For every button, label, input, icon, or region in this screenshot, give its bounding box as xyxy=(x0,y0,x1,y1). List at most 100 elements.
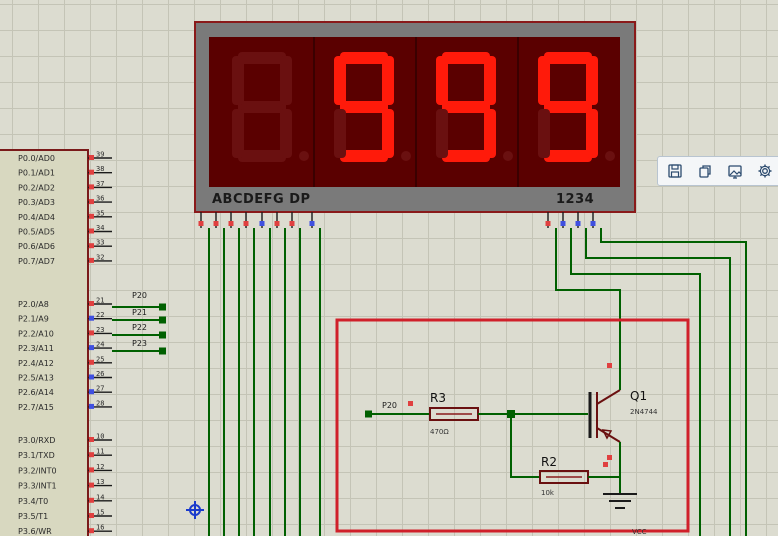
segment-c xyxy=(484,109,496,158)
vcc-label: VCC xyxy=(632,528,647,536)
net-label-p23: P23 xyxy=(132,339,147,348)
mcu-pin-number: 35 xyxy=(96,209,104,217)
segment-c xyxy=(586,109,598,158)
mcu-pin-number: 22 xyxy=(96,311,104,319)
mcu-pin-label: P3.4/T0 xyxy=(18,497,48,506)
digit-wires xyxy=(555,228,747,536)
mcu-body[interactable] xyxy=(0,149,89,536)
segment-b xyxy=(382,56,394,105)
segment-d xyxy=(238,150,286,162)
mcu-pin-label: P2.0/A8 xyxy=(18,300,49,309)
driver-circuit: P20 R3 470Ω R2 10k Q1 2N4744 VCC xyxy=(365,363,658,536)
highlight-box xyxy=(335,318,690,533)
r3-ref: R3 xyxy=(430,391,446,405)
mcu-pin-label: P0.2/AD2 xyxy=(18,183,55,192)
mcu-pin-number: 26 xyxy=(96,370,104,378)
mcu-pin-number: 28 xyxy=(96,399,104,407)
mcu-pin-label: P2.6/A14 xyxy=(18,388,54,397)
mcu-pin-label: P0.4/AD4 xyxy=(18,213,55,222)
segment-a xyxy=(340,52,388,64)
image-button[interactable] xyxy=(722,159,748,183)
segment-e xyxy=(538,109,550,158)
display-digit-3 xyxy=(436,52,513,162)
mcu-pin-label: P2.1/A9 xyxy=(18,315,49,324)
net-label-p20: P20 xyxy=(132,291,147,300)
mcu-pin-label: P3.5/T1 xyxy=(18,512,48,521)
mcu-pin-number: 38 xyxy=(96,165,104,173)
image-toolbar xyxy=(657,156,778,186)
mcu-net-labels: P20 P21 P22 P23 xyxy=(112,291,166,355)
segment-d xyxy=(544,150,592,162)
segment-g xyxy=(544,101,592,113)
segment-e xyxy=(232,109,244,158)
mcu-pin-label: P2.4/A12 xyxy=(18,359,54,368)
mcu-pin-number: 37 xyxy=(96,180,104,188)
q1-ref: Q1 xyxy=(630,389,647,403)
mcu-pin-number: 33 xyxy=(96,239,104,247)
segment-pin-label: ABCDEFG DP xyxy=(212,192,311,207)
display-digit-2 xyxy=(334,52,411,162)
mcu-pin-number: 14 xyxy=(96,493,104,501)
net-label-p22: P22 xyxy=(132,323,147,332)
mcu-pin-number: 24 xyxy=(96,341,104,349)
segment-f xyxy=(232,56,244,105)
segment-c xyxy=(280,109,292,158)
segment-f xyxy=(436,56,448,105)
segment-a xyxy=(442,52,490,64)
save-button[interactable] xyxy=(662,159,688,183)
segment-bus-wires xyxy=(208,228,321,536)
r2-ref: R2 xyxy=(541,455,557,469)
r3-value: 470Ω xyxy=(430,428,449,436)
mcu-pin-label: P3.3/INT1 xyxy=(18,482,57,491)
segment-e xyxy=(436,109,448,158)
display-pins xyxy=(198,212,596,228)
mcu-pin-label: P2.7/A15 xyxy=(18,403,54,412)
mcu-pin-label: P0.6/AD6 xyxy=(18,242,55,251)
mcu-pin-number: 36 xyxy=(96,195,104,203)
gear-icon xyxy=(758,164,772,178)
segment-f xyxy=(334,56,346,105)
digit-pin-label: 1234 xyxy=(556,192,594,207)
origin-marker xyxy=(186,501,204,519)
net-label-p21: P21 xyxy=(132,308,147,317)
mcu-pin-label: P2.5/A13 xyxy=(18,374,54,383)
segment-a xyxy=(544,52,592,64)
mcu-pin-label: P3.1/TXD xyxy=(18,451,55,460)
r2-value: 10k xyxy=(541,489,555,497)
mcu-pin-label: P3.6/WR xyxy=(18,527,52,536)
segment-a xyxy=(238,52,286,64)
segment-g xyxy=(238,101,286,113)
segment-dp xyxy=(299,151,309,161)
mcu-pin-label: P2.3/A11 xyxy=(18,344,54,353)
mcu-pin-label: P3.0/RXD xyxy=(18,436,55,445)
mcu-pin-number: 32 xyxy=(96,253,104,261)
segment-g xyxy=(442,101,490,113)
segment-dp xyxy=(503,151,513,161)
mcu-pin-label: P0.3/AD3 xyxy=(18,198,55,207)
mcu-pin-label: P0.7/AD7 xyxy=(18,257,55,266)
mcu-pin-number: 10 xyxy=(96,433,104,441)
segment-dp xyxy=(605,151,615,161)
segment-d xyxy=(340,150,388,162)
base-net-label: P20 xyxy=(382,401,397,410)
mcu-pin-label: P0.5/AD5 xyxy=(18,228,55,237)
display-digit-1 xyxy=(232,52,309,162)
copy-button[interactable] xyxy=(692,159,718,183)
mcu-pin-number: 34 xyxy=(96,224,104,232)
mcu-pin-number: 16 xyxy=(96,524,104,532)
segment-dp xyxy=(401,151,411,161)
display-digit-4 xyxy=(538,52,615,162)
copy-icon xyxy=(699,165,711,178)
segment-b xyxy=(484,56,496,105)
mcu-pin-number: 11 xyxy=(96,448,104,456)
segment-b xyxy=(280,56,292,105)
segment-g xyxy=(340,101,388,113)
mcu-pin-label: P3.2/INT0 xyxy=(18,466,57,475)
mcu-pin-label: P0.1/AD1 xyxy=(18,169,55,178)
mcu-pin-label: P0.0/AD0 xyxy=(18,154,55,163)
display-digits xyxy=(232,37,615,187)
settings-button[interactable] xyxy=(752,159,778,183)
mcu-pin-number: 23 xyxy=(96,326,104,334)
